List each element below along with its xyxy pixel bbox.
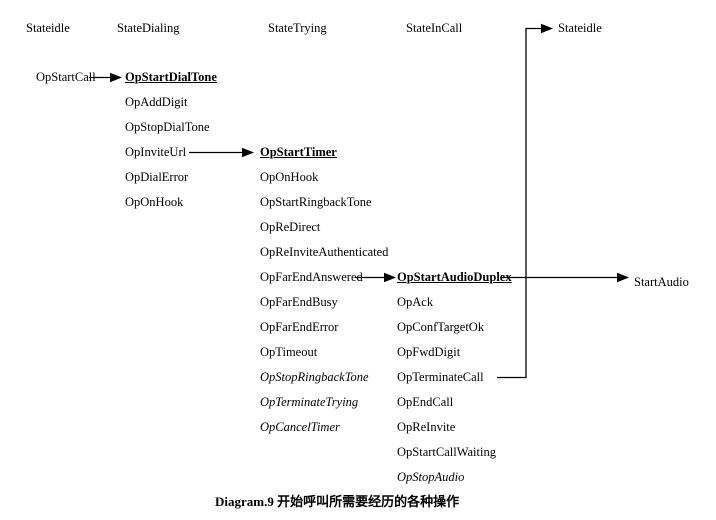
trying-op-redirect: OpReDirect <box>260 220 321 234</box>
idle-op-start-call: OpStartCall <box>36 70 96 84</box>
incall-op-conf-target-ok: OpConfTargetOk <box>397 320 485 334</box>
state-header-incall: StateInCall <box>406 21 463 35</box>
trying-op-terminate-trying: OpTerminateTrying <box>260 395 359 409</box>
state-header-trying: StateTrying <box>268 21 327 35</box>
trying-op-on-hook: OpOnHook <box>260 170 319 184</box>
dialing-op-dial-error: OpDialError <box>125 170 189 184</box>
dialing-op-stop-dial-tone: OpStopDialTone <box>125 120 210 134</box>
trying-op-far-end-answered: OpFarEndAnswered <box>260 270 363 284</box>
incall-op-terminate-call: OpTerminateCall <box>397 370 484 384</box>
state-header-idle-left: Stateidle <box>26 21 70 35</box>
trying-op-stop-ringback-tone: OpStopRingbackTone <box>260 370 369 384</box>
dialing-op-invite-url: OpInviteUrl <box>125 145 187 159</box>
arrow-opstartaudioduplex-to-startaudio <box>501 272 629 283</box>
trying-op-far-end-busy: OpFarEndBusy <box>260 295 338 309</box>
dialing-op-on-hook: OpOnHook <box>125 195 184 209</box>
start-audio-label: StartAudio <box>634 275 689 289</box>
state-header-idle-right: Stateidle <box>558 21 602 35</box>
trying-op-far-end-error: OpFarEndError <box>260 320 339 334</box>
incall-op-start-call-waiting: OpStartCallWaiting <box>397 445 496 459</box>
trying-op-reinvite-authenticated: OpReInviteAuthenticated <box>260 245 389 259</box>
trying-op-cancel-timer: OpCancelTimer <box>260 420 340 434</box>
trying-op-start-ringback-tone: OpStartRingbackTone <box>260 195 372 209</box>
arrow-opinviteurl-to-opstarttimer <box>189 147 254 158</box>
dialing-op-start-dial-tone: OpStartDialTone <box>125 70 217 84</box>
incall-op-reinvite: OpReInvite <box>397 420 456 434</box>
incall-op-end-call: OpEndCall <box>397 395 454 409</box>
dialing-op-add-digit: OpAddDigit <box>125 95 188 109</box>
incall-op-start-audio-duplex: OpStartAudioDuplex <box>397 270 512 284</box>
state-header-dialing: StateDialing <box>117 21 180 35</box>
incall-op-ack: OpAck <box>397 295 434 309</box>
diagram-caption: Diagram.9 开始呼叫所需要经历的各种操作 <box>215 494 460 509</box>
trying-op-start-timer: OpStartTimer <box>260 145 337 159</box>
incall-op-fwd-digit: OpFwdDigit <box>397 345 461 359</box>
incall-op-stop-audio: OpStopAudio <box>397 470 465 484</box>
arrow-opterminatecall-to-stateidle <box>497 23 553 379</box>
trying-op-timeout: OpTimeout <box>260 345 318 359</box>
